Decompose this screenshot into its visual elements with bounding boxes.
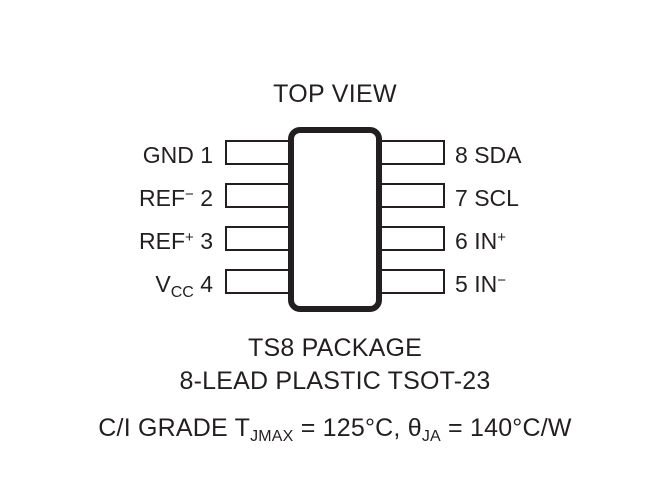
pin-signal-right-7: SCL — [474, 185, 519, 211]
theta-symbol: θ — [407, 414, 422, 442]
pin-lead-left-3 — [225, 226, 295, 251]
pin-signal-right-8: SDA — [474, 142, 522, 168]
pin-number-left-2: 2 — [200, 185, 213, 211]
pin-number-left-3: 3 — [200, 228, 213, 254]
tjmax-value: = 125°C, — [293, 414, 408, 442]
pin-row: GND 1 8 SDA — [0, 140, 670, 168]
pin-lead-left-2 — [225, 183, 295, 208]
pin-lead-right-7 — [375, 183, 445, 208]
pin-number-right-6: 6 — [455, 228, 468, 254]
pin-signal-sup-left-2: − — [185, 186, 194, 203]
pin-label-right-8: 8 SDA — [455, 136, 521, 171]
package-caption: TS8 PACKAGE 8-LEAD PLASTIC TSOT-23 — [0, 332, 670, 398]
pin-label-left-2: REF− 2 — [139, 179, 213, 223]
pin-lead-right-8 — [375, 140, 445, 165]
package-pinout-diagram: GND 1 8 SDA REF− 2 7 SCL REF+ 3 6 IN+ VC… — [0, 127, 670, 312]
pin-label-left-1: GND 1 — [143, 136, 213, 180]
package-name-line: TS8 PACKAGE — [247, 334, 422, 362]
pin-number-left-4: 4 — [200, 271, 213, 297]
pin-signal-left-2: REF — [139, 185, 186, 211]
theta-value: = 140°C/W — [440, 414, 572, 442]
tjmax-subscript: JMAX — [250, 428, 294, 445]
pin-number-right-8: 8 — [455, 142, 468, 168]
pin-signal-sup-left-3: + — [185, 229, 194, 246]
pin-row: REF− 2 7 SCL — [0, 183, 670, 211]
pin-lead-left-1 — [225, 140, 295, 165]
pin-signal-left-3: REF — [139, 228, 186, 254]
thermal-prefix: C/I GRADE T — [98, 414, 251, 442]
package-description-line: 8-LEAD PLASTIC TSOT-23 — [179, 367, 491, 395]
pin-signal-sup-right-5: − — [497, 272, 506, 289]
pin-signal-sub-left-4: CC — [170, 284, 194, 301]
pin-lead-right-6 — [375, 226, 445, 251]
pin-row: VCC 4 5 IN− — [0, 269, 670, 301]
pin-signal-right-6: IN — [474, 228, 498, 254]
ic-package-body — [288, 127, 382, 312]
pin-number-right-5: 5 — [455, 271, 468, 297]
pin-label-left-3: REF+ 3 — [139, 222, 213, 266]
pin-label-left-4: VCC 4 — [155, 265, 213, 309]
pin-label-right-5: 5 IN− — [455, 265, 506, 300]
thermal-spec-line: C/I GRADE TJMAX = 125°C, θJA = 140°C/W — [0, 412, 670, 453]
theta-subscript: JA — [421, 428, 441, 445]
pin-label-right-6: 6 IN+ — [455, 222, 506, 257]
page-title: TOP VIEW — [273, 80, 397, 108]
pin-label-right-7: 7 SCL — [455, 179, 519, 214]
pin-lead-right-5 — [375, 269, 445, 294]
pin-signal-left-4: V — [155, 271, 171, 297]
pin-number-left-1: 1 — [200, 142, 213, 168]
pin-signal-right-5: IN — [474, 271, 498, 297]
pin-signal-left-1: GND — [142, 142, 194, 168]
pin-signal-sup-right-6: + — [497, 229, 506, 246]
pin-lead-left-4 — [225, 269, 295, 294]
pin-number-right-7: 7 — [455, 185, 468, 211]
